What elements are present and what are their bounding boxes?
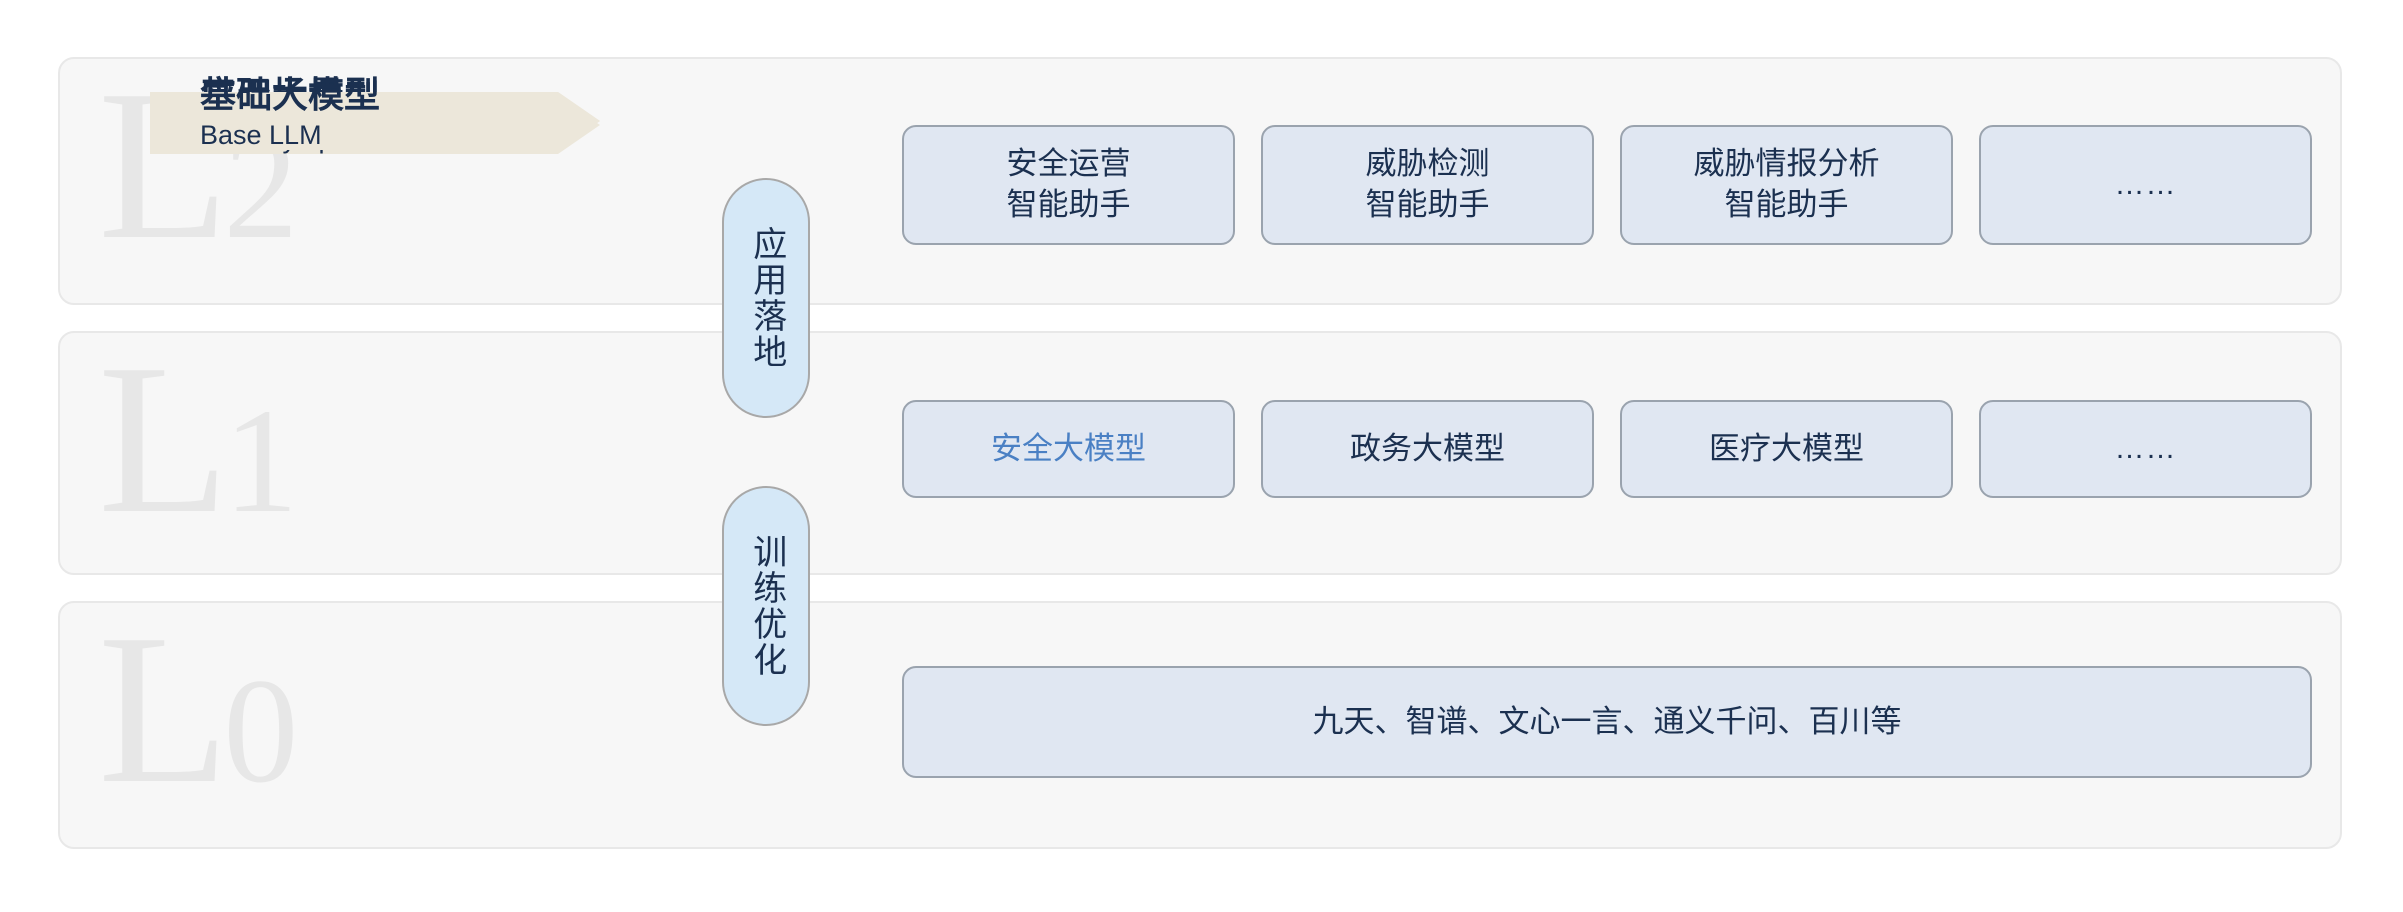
card-line: 安全大模型 bbox=[991, 430, 1146, 466]
watermark-letter: L bbox=[98, 589, 229, 828]
card-row-l2: 安全运营 智能助手 威胁检测 智能助手 威胁情报分析 智能助手 …… bbox=[902, 125, 2312, 245]
card-line: 智能助手 bbox=[1006, 187, 1131, 222]
card-base-llm-vendors[interactable]: 九天、智谱、文心一言、通义千问、百川等 bbox=[902, 666, 2312, 778]
connector-pill-application-landing[interactable]: 应用落地 bbox=[722, 178, 810, 418]
connector-pill-label: 应用落地 bbox=[747, 226, 786, 370]
level-title-l0: 基础大模型 Base LLM bbox=[200, 74, 620, 152]
card-line: 威胁检测 bbox=[1365, 146, 1490, 182]
card-line: 医疗大模型 bbox=[1709, 430, 1864, 466]
card-line: 政务大模型 bbox=[1350, 430, 1505, 466]
banner-arrow-l0 bbox=[150, 92, 600, 150]
connector-pill-training-optimization[interactable]: 训练优化 bbox=[722, 486, 810, 726]
card-line: 威胁情报分析 bbox=[1693, 146, 1880, 182]
ellipsis-text: …… bbox=[2114, 168, 2177, 202]
watermark-l1: L1 bbox=[98, 331, 298, 546]
ellipsis-text: …… bbox=[2114, 432, 2177, 466]
card-line: 安全运营 bbox=[1006, 146, 1131, 182]
watermark-l0: L0 bbox=[98, 601, 298, 816]
card-line: 智能助手 bbox=[1724, 187, 1849, 222]
card-line: 九天、智谱、文心一言、通义千问、百川等 bbox=[1312, 703, 1902, 739]
card-more-l1[interactable]: …… bbox=[1979, 400, 2312, 498]
card-row-l0: 九天、智谱、文心一言、通义千问、百川等 bbox=[902, 666, 2312, 778]
card-row-l1: 安全大模型 政务大模型 医疗大模型 …… bbox=[902, 400, 2312, 498]
watermark-digit: 0 bbox=[223, 648, 298, 814]
card-threat-detection-assistant[interactable]: 威胁检测 智能助手 bbox=[1261, 125, 1594, 245]
card-line: 智能助手 bbox=[1365, 187, 1490, 222]
watermark-digit: 1 bbox=[223, 378, 298, 544]
card-security-llm[interactable]: 安全大模型 bbox=[902, 400, 1235, 498]
level-title-cn-l0: 基础大模型 bbox=[200, 74, 381, 115]
card-security-operations-assistant[interactable]: 安全运营 智能助手 bbox=[902, 125, 1235, 245]
level-title-en-l0: Base LLM bbox=[200, 120, 322, 151]
card-government-llm[interactable]: 政务大模型 bbox=[1261, 400, 1594, 498]
connector-pill-label: 训练优化 bbox=[747, 534, 786, 678]
watermark-letter: L bbox=[98, 319, 229, 558]
card-more-l2[interactable]: …… bbox=[1979, 125, 2312, 245]
card-medical-llm[interactable]: 医疗大模型 bbox=[1620, 400, 1953, 498]
card-threat-intelligence-assistant[interactable]: 威胁情报分析 智能助手 bbox=[1620, 125, 1953, 245]
